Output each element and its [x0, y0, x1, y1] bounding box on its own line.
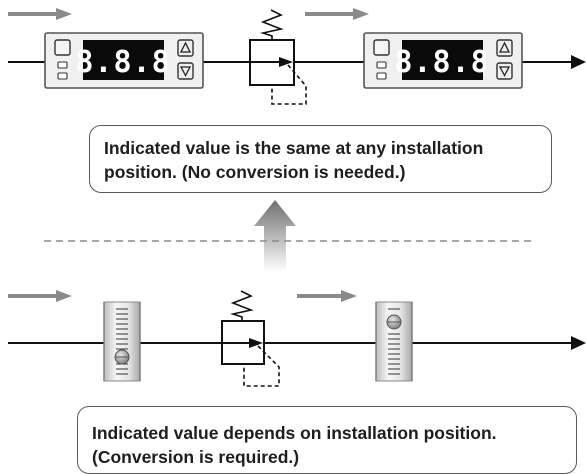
callout-bottom-line1: Indicated value depends on installation …	[92, 423, 497, 443]
mode-button[interactable]	[373, 39, 390, 56]
pressure-regulator-icon	[249, 9, 307, 105]
digital-flow-sensor-right: 8.8.8	[363, 32, 523, 89]
mode-button[interactable]	[54, 39, 71, 56]
led-display	[83, 40, 164, 80]
display-reading: 8.8.8	[394, 45, 489, 80]
top-section: 8.8.8 8.8.8	[8, 8, 586, 105]
indicator-led-2	[57, 72, 68, 80]
triangle-up-icon[interactable]	[496, 39, 513, 57]
arrow-right-icon	[249, 338, 263, 348]
top-flow-arrow-right	[305, 8, 369, 20]
callout-bottom: Indicated value depends on installation …	[77, 406, 577, 474]
display-reading: 8.8.8	[75, 45, 170, 80]
triangle-up-icon[interactable]	[177, 39, 194, 57]
bottom-flow-arrow-left	[8, 290, 72, 302]
comparison-up-arrow	[254, 200, 296, 272]
callout-top: Indicated value is the same at any insta…	[89, 125, 552, 193]
callout-top-line1: Indicated value is the same at any insta…	[104, 138, 484, 158]
float-flowmeter-left	[103, 301, 141, 382]
bottom-pipe-end-arrow	[571, 336, 586, 350]
pressure-regulator-icon	[221, 290, 280, 387]
callout-top-line2: position. (No conversion is needed.)	[104, 162, 406, 182]
float-ball-icon	[386, 314, 402, 330]
float-flowmeter-right	[375, 301, 413, 382]
arrow-right-icon	[279, 57, 293, 67]
triangle-down-icon[interactable]	[496, 62, 513, 80]
top-flow-arrow-left	[8, 8, 72, 20]
indicator-led-2	[376, 72, 387, 80]
indicator-led-1	[57, 61, 68, 69]
float-ball-icon	[114, 349, 130, 365]
indicator-led-1	[376, 61, 387, 69]
led-display	[402, 40, 483, 80]
digital-flow-sensor-left: 8.8.8	[44, 32, 204, 89]
triangle-down-icon[interactable]	[177, 62, 194, 80]
top-pipe-end-arrow	[571, 55, 586, 69]
bottom-section	[8, 290, 586, 387]
bottom-flow-arrow-right	[297, 290, 357, 302]
callout-bottom-line2: (Conversion is required.)	[92, 447, 300, 467]
